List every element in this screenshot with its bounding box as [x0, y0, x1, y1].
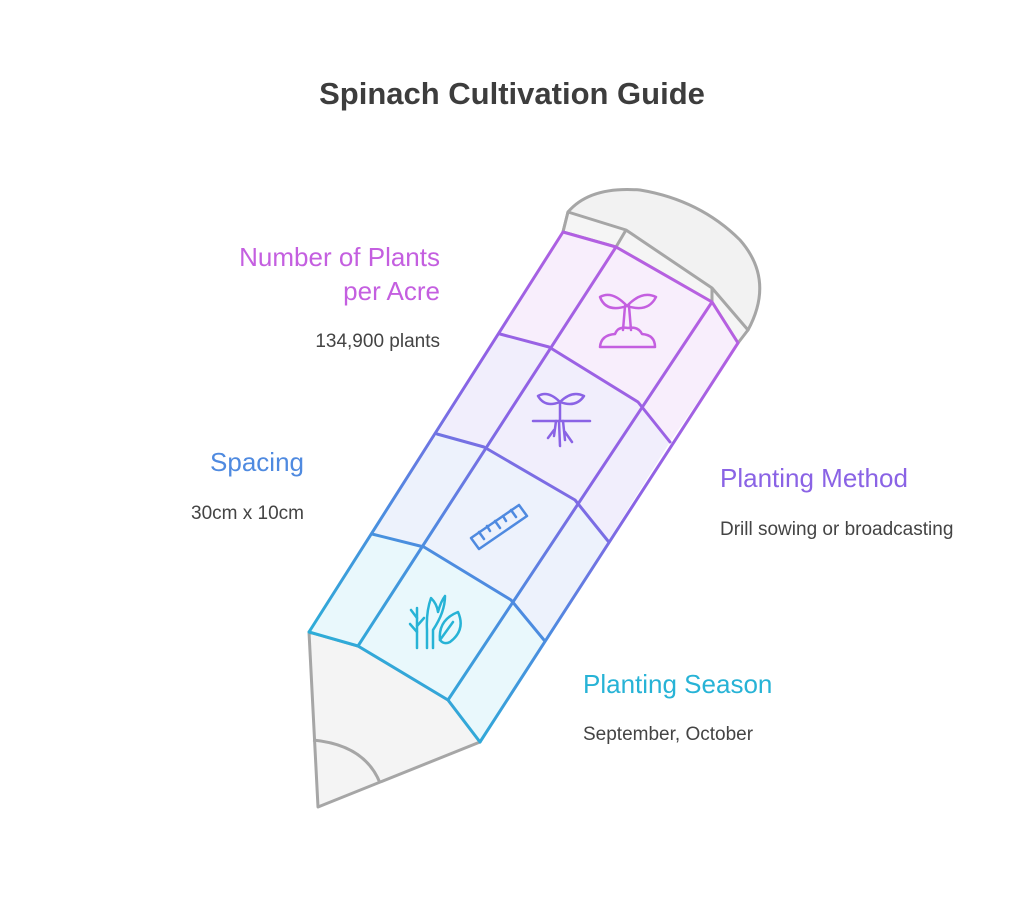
plants-per-acre-detail: 134,900 plants	[315, 331, 440, 352]
spacing-label: Spacing	[210, 447, 304, 477]
planting-season-label: Planting Season	[583, 669, 773, 699]
band-planting-method	[437, 334, 670, 541]
sprout-on-soil-icon	[598, 293, 658, 349]
plants-leaf-icon	[408, 594, 462, 650]
seedling-roots-icon	[531, 392, 592, 448]
planting-method-label: Planting Method	[720, 463, 908, 493]
plants-per-acre-label: Number of Plants per Acre	[160, 240, 440, 308]
spacing-detail: 30cm x 10cm	[191, 503, 304, 524]
planting-season-detail: September, October	[583, 724, 754, 745]
planting-method-detail: Drill sowing or broadcasting	[720, 519, 954, 540]
plants-per-acre-label-line-1: Number of Plants	[239, 242, 440, 272]
plants-per-acre-label-line-2: per Acre	[343, 276, 440, 306]
page-title: Spinach Cultivation Guide	[319, 76, 705, 111]
ruler-icon	[469, 503, 529, 551]
